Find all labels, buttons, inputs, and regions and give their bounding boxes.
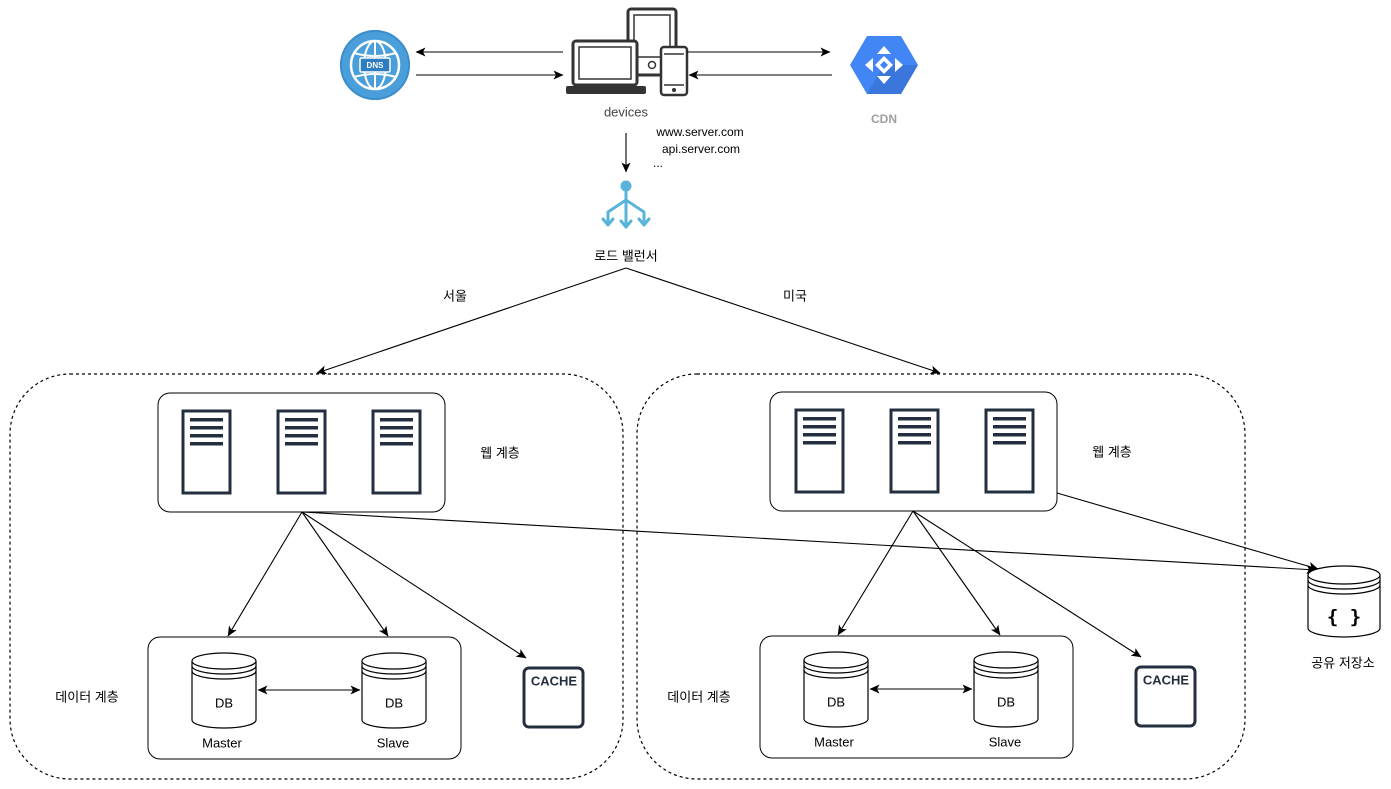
- region-seoul: 웹 계층 DB Master DB Slave 데이터 계층: [9, 373, 624, 780]
- cache-icon: CACHE: [1134, 665, 1197, 728]
- data-tier: DB Master DB Slave: [147, 636, 462, 760]
- cache-label: CACHE: [1143, 673, 1190, 688]
- storage-icon-text: { }: [1327, 606, 1361, 628]
- master-db-text: DB: [215, 696, 233, 711]
- server-icon: [794, 408, 845, 494]
- arrow-web-to-master: [837, 510, 914, 636]
- arrow-web-to-slave: [301, 511, 389, 637]
- data-tier: DB Master DB Slave: [759, 635, 1074, 759]
- web-tier: [769, 391, 1058, 512]
- arrow-lb-to-usa: [625, 267, 941, 375]
- cache-icon: CACHE: [522, 666, 585, 729]
- region-usa: 웹 계층 DB Master DB Slave 데이터 계층: [636, 373, 1246, 780]
- server-icon: [181, 409, 232, 495]
- master-database-icon: DB: [803, 651, 869, 728]
- slave-label: Slave: [989, 735, 1022, 750]
- arrow-web-to-master: [227, 511, 303, 637]
- dns-globe-icon: DNS: [340, 30, 410, 100]
- server-icon: [984, 408, 1035, 494]
- web-tier: [157, 392, 446, 513]
- slave-db-text: DB: [385, 696, 403, 711]
- slave-db-text: DB: [997, 695, 1015, 710]
- arrow-web-to-slave: [912, 510, 1001, 636]
- load-balancer-icon: [601, 180, 651, 229]
- region-seoul-label: 서울: [443, 289, 467, 304]
- arrow-lb-to-seoul: [316, 267, 627, 375]
- region-usa-label: 미국: [783, 289, 807, 304]
- host-api: api.server.com: [662, 142, 740, 156]
- server-icon: [371, 409, 422, 495]
- dns-badge-text: DNS: [367, 61, 385, 70]
- master-label: Master: [202, 736, 242, 751]
- master-database-icon: DB: [191, 652, 257, 729]
- server-icon: [889, 408, 940, 494]
- arrow-web-to-cache: [301, 511, 527, 659]
- shared-storage-icon: { }: [1307, 565, 1381, 638]
- arrow-usa-web-to-storage: [1056, 492, 1319, 571]
- slave-database-icon: DB: [361, 652, 427, 729]
- master-label: Master: [814, 735, 854, 750]
- cache-label: CACHE: [531, 674, 578, 689]
- load-balancer-label: 로드 밸런서: [594, 249, 657, 264]
- slave-database-icon: DB: [973, 651, 1039, 728]
- arrow-web-to-cache: [912, 510, 1142, 658]
- host-ellipsis: ...: [653, 156, 663, 170]
- devices-label: devices: [604, 105, 649, 120]
- web-tier-label: 웹 계층: [1092, 445, 1132, 460]
- data-tier-label: 데이터 계층: [667, 690, 730, 705]
- web-tier-label: 웹 계층: [480, 446, 520, 461]
- region-boundary: [9, 373, 624, 780]
- host-www: www.server.com: [655, 125, 743, 139]
- data-tier-label: 데이터 계층: [55, 690, 118, 705]
- devices-icon: [566, 7, 689, 97]
- cdn-label: CDN: [871, 112, 897, 126]
- server-icon: [276, 409, 327, 495]
- cdn-icon: [850, 36, 918, 94]
- arrow-seoul-web-to-storage: [301, 511, 1317, 574]
- shared-storage-label: 공유 저장소: [1311, 656, 1374, 671]
- slave-label: Slave: [377, 736, 410, 751]
- master-db-text: DB: [827, 695, 845, 710]
